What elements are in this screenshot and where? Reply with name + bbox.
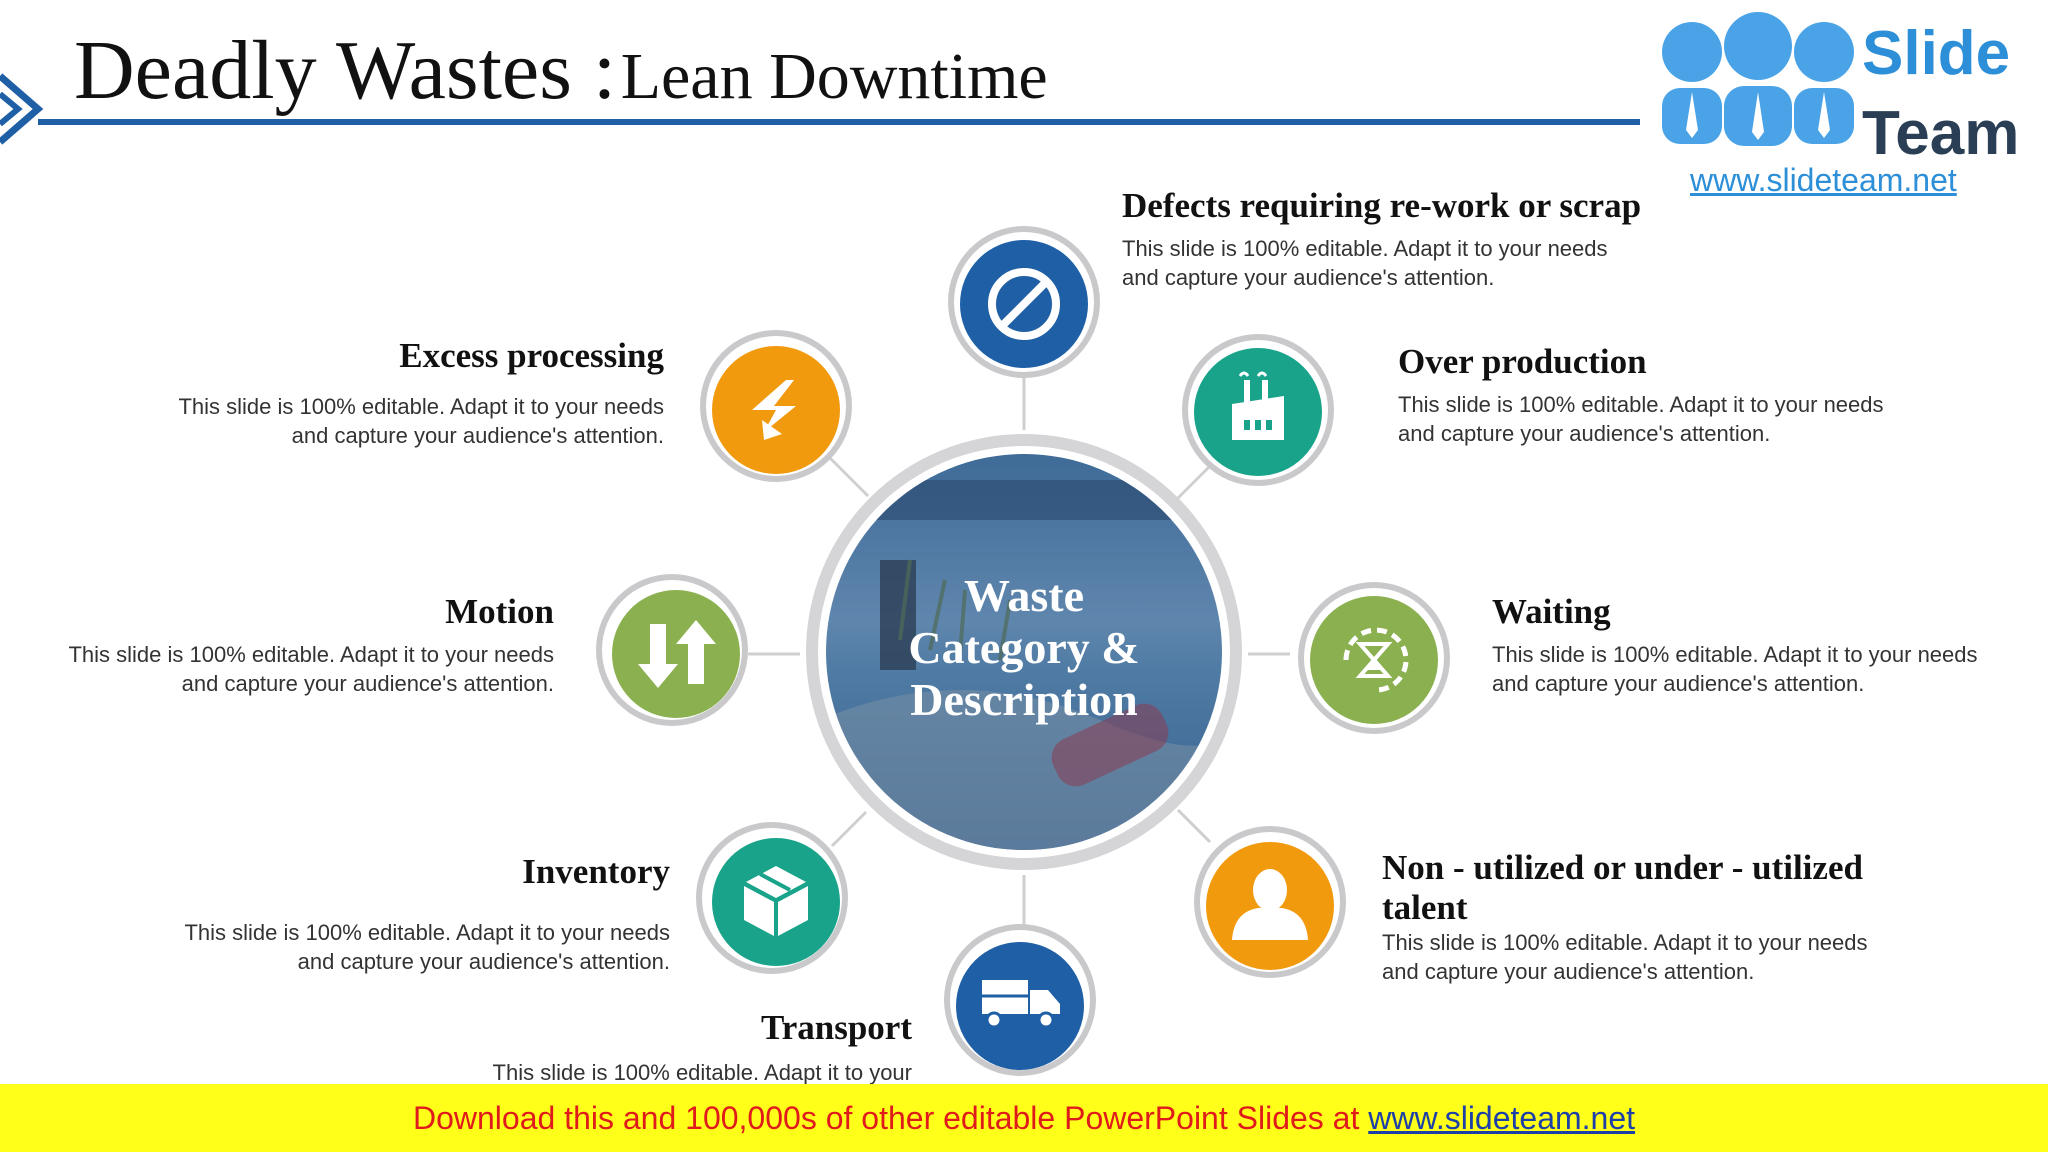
truck-icon [982,980,1060,1029]
download-banner: Download this and 100,000s of other edit… [0,1084,2048,1152]
label-transport: Transport This slide is 100% editable. A… [360,1008,912,1087]
label-desc: This slide is 100% editable. Adapt it to… [68,642,554,696]
banner-text: Download this and 100,000s of other edit… [412,1100,1369,1136]
logo-url-link[interactable]: www.slideteam.net [1690,162,1957,198]
up-down-arrows-icon [638,620,716,688]
label-desc: This slide is 100% editable. Adapt it to… [1492,642,1978,696]
label-title: Transport [760,1008,912,1047]
label-desc: This slide is 100% editable. Adapt it to… [492,1060,912,1085]
label-desc: This slide is 100% editable. Adapt it to… [1398,392,1884,446]
label-motion: Motion This slide is 100% editable. Adap… [34,592,554,698]
label-desc: This slide is 100% editable. Adapt it to… [1122,236,1608,290]
connector-lines [748,378,1290,926]
label-title: Motion [445,592,554,631]
banner-url-link[interactable]: www.slideteam.net [1368,1100,1636,1136]
title-underline [38,119,1640,125]
logo-word-slide: Slide [1862,19,2011,88]
label-title: Over production [1398,342,1647,381]
label-title: Non - utilized or under - utilized talen… [1382,848,1863,927]
logo-word-team: Team [1862,99,2020,168]
label-desc: This slide is 100% editable. Adapt it to… [178,394,664,448]
person-icon [1232,869,1308,940]
label-title: Defects requiring re-work or scrap [1122,186,1642,225]
hourglass-icon [1343,627,1409,693]
label-defects: Defects requiring re-work or scrap This … [1122,186,1762,292]
label-talent: Non - utilized or under - utilized talen… [1382,848,1902,986]
slide-title: Deadly Wastes : Lean Downtime [74,22,1048,119]
label-over-production: Over production This slide is 100% edita… [1398,342,1918,448]
node-inventory [696,822,848,974]
node-motion [596,574,748,726]
box-icon [744,866,808,936]
center-photo [826,454,1222,850]
label-title: Inventory [522,852,670,891]
factory-icon [1232,371,1284,440]
label-waiting: Waiting This slide is 100% editable. Ada… [1492,592,2012,698]
title-sub: Lean Downtime [620,40,1048,113]
lightning-arrow-icon [752,380,796,440]
label-inventory: Inventory This slide is 100% editable. A… [150,852,670,976]
label-title: Excess processing [399,336,664,375]
label-title: Waiting [1492,592,1611,631]
prohibited-icon [988,268,1060,340]
slideteam-logo [1640,0,2048,200]
title-main: Deadly Wastes : [74,24,617,117]
label-excess-processing: Excess processing This slide is 100% edi… [144,336,664,450]
label-desc: This slide is 100% editable. Adapt it to… [184,920,670,974]
label-desc: This slide is 100% editable. Adapt it to… [1382,930,1868,984]
chevron-decoration-icon [0,73,44,145]
